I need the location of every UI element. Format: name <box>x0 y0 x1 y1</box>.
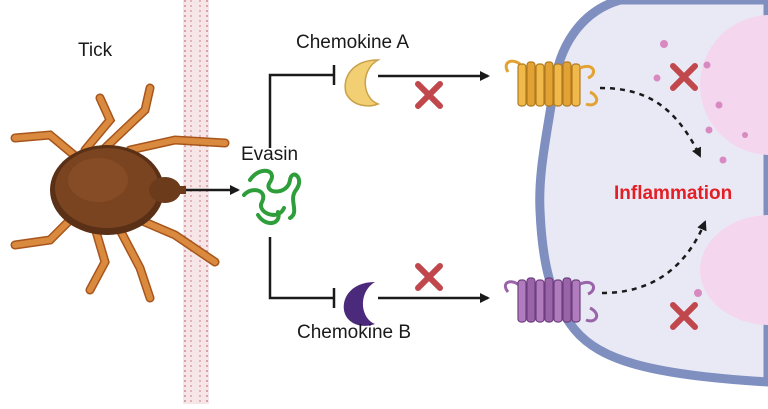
blocked-x-icon <box>670 63 698 91</box>
receptor-a-icon <box>504 59 599 107</box>
dashed-arrow-top <box>599 86 702 158</box>
chemokine-a-label: Chemokine A <box>296 32 410 53</box>
tick-icon <box>10 83 230 303</box>
receptor-b-icon <box>503 277 599 323</box>
chemokine-b-label: Chemokine B <box>297 322 412 343</box>
blocked-x-icon <box>415 263 443 291</box>
chemokine-a-icon <box>344 59 381 107</box>
evasin-protein-icon <box>242 168 302 225</box>
blocked-x-icon <box>670 302 698 330</box>
branch-lines <box>268 65 336 308</box>
chemokine-b-icon <box>343 282 375 326</box>
skin-barrier-icon <box>183 0 209 404</box>
nucleus-top <box>700 15 768 155</box>
inflammation-label: Inflammation <box>614 183 733 204</box>
tick-label: Tick <box>78 40 113 61</box>
nucleus-bottom <box>700 215 768 325</box>
blocked-x-icon <box>415 81 443 109</box>
cell-icon <box>535 0 768 387</box>
evasin-label: Evasin <box>241 144 299 165</box>
